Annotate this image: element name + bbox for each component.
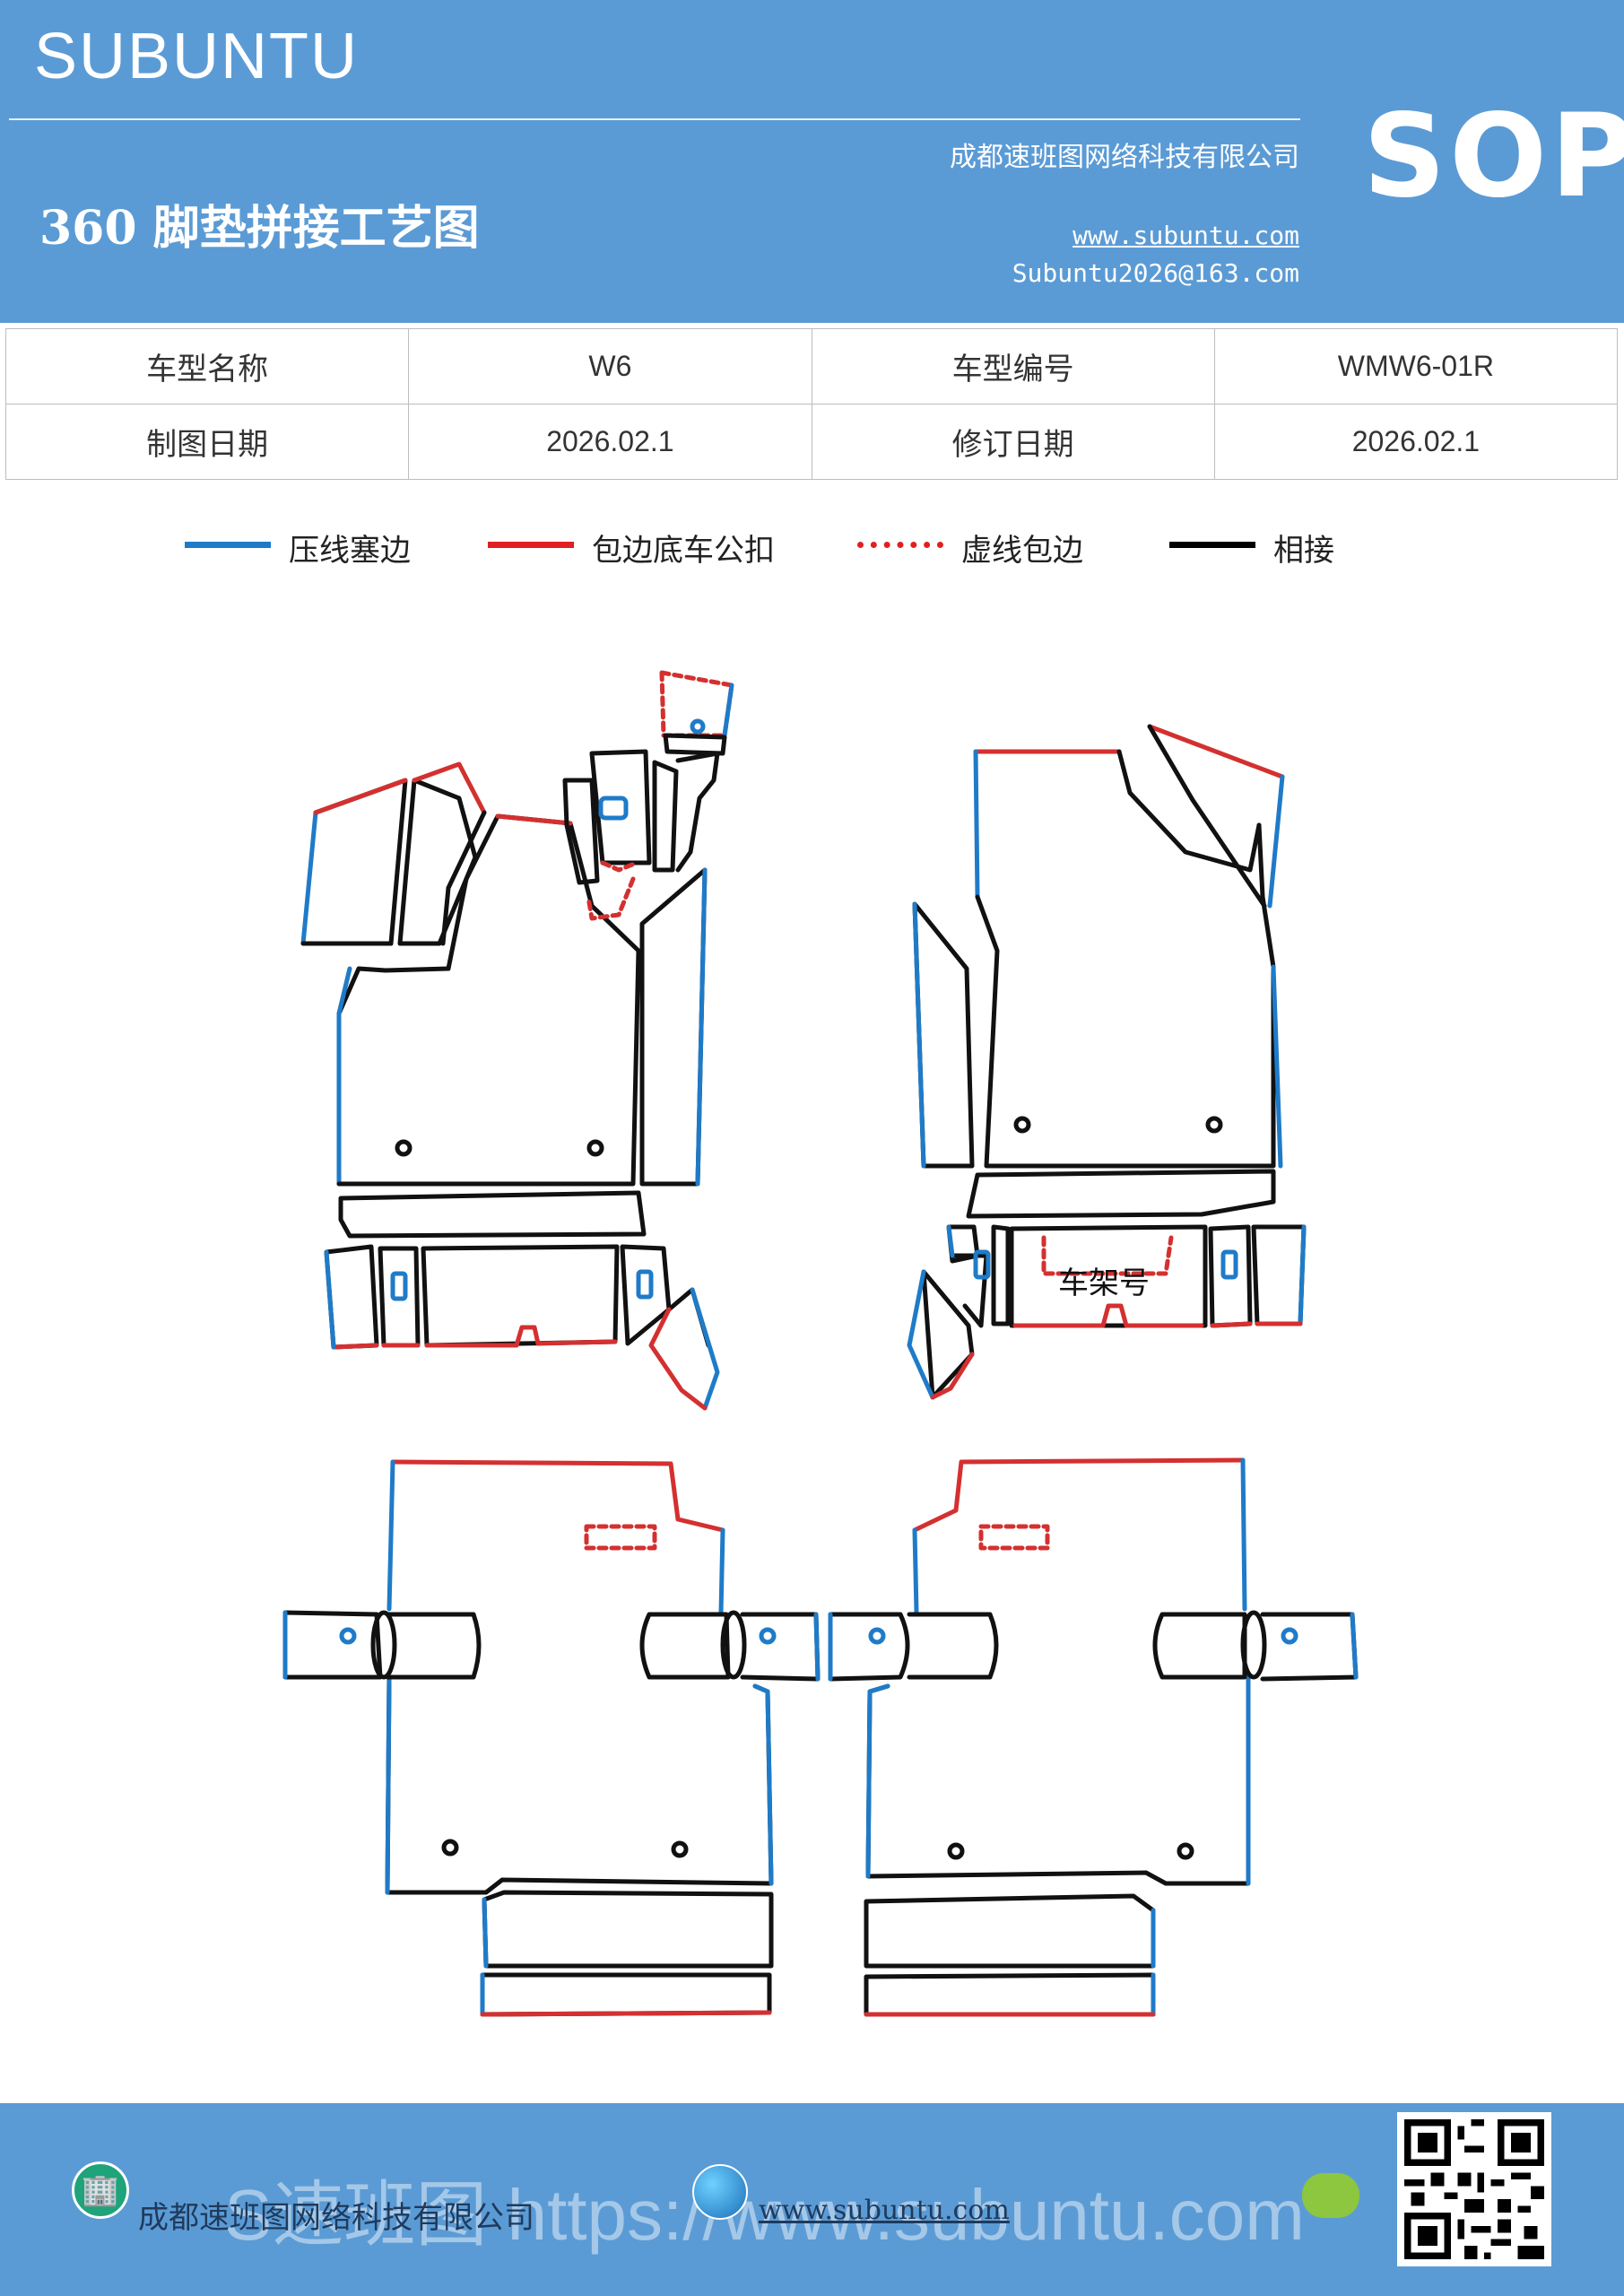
wechat-icon <box>1302 2173 1359 2218</box>
footer-company: 成都速班图网络科技有限公司 <box>138 2200 534 2236</box>
draw-date-label: 制图日期 <box>4 404 410 480</box>
model-name-label: 车型名称 <box>4 328 410 404</box>
model-name-value: W6 <box>408 328 812 404</box>
page-title: 360 脚垫拼接工艺图 <box>39 201 480 256</box>
frame-number-label: 车架号 <box>1058 1265 1150 1301</box>
legend-swatch <box>857 542 943 548</box>
revision-date-label: 修订日期 <box>811 404 1215 480</box>
brand-logo-text: SUBUNTU <box>34 21 360 92</box>
building-icon: 🏢 <box>72 2161 129 2219</box>
model-code-value: WMW6-01R <box>1213 328 1619 404</box>
sop-badge: SOP <box>1363 90 1624 223</box>
rear-right-mat <box>828 1457 1359 2017</box>
vehicle-info-table: 车型名称 W6 车型编号 WMW6-01R 制图日期 2026.02.1 修订日… <box>4 328 1619 480</box>
header-website-link[interactable]: www.subuntu.com <box>1073 221 1299 250</box>
header-email: Subuntu2026@163.com <box>1012 258 1299 288</box>
qr-code-pattern <box>1404 2119 1544 2259</box>
legend-label: 虚线包边 <box>961 533 1083 569</box>
footer-watermark: S速班图 https://www.subuntu.com <box>224 2175 1305 2255</box>
legend-swatch <box>1169 542 1255 548</box>
globe-icon <box>692 2164 748 2220</box>
legend-label: 相接 <box>1273 533 1334 569</box>
table-row: 制图日期 2026.02.1 修订日期 2026.02.1 <box>4 404 1619 480</box>
rear-left-mat <box>282 1459 821 2017</box>
legend-swatch <box>488 542 574 548</box>
legend-label: 压线塞边 <box>289 533 411 569</box>
revision-date-value: 2026.02.1 <box>1213 404 1619 480</box>
header-company: 成都速班图网络科技有限公司 <box>950 142 1299 173</box>
legend-label: 包边底车公扣 <box>592 533 775 569</box>
floor-mat-splice-diagram: 车架号 <box>282 670 1359 2017</box>
legend-swatch <box>185 542 271 548</box>
footer-website-link[interactable]: www.subuntu.com <box>759 2195 1010 2226</box>
draw-date-value: 2026.02.1 <box>408 404 812 480</box>
line-legend: 压线塞边 包边底车公扣 虚线包边 相接 <box>0 526 1624 570</box>
model-code-label: 车型编号 <box>811 328 1215 404</box>
qr-code-icon <box>1397 2112 1551 2266</box>
front-right-mat: 车架号 <box>907 724 1307 1400</box>
header-banner: SUBUNTU 成都速班图网络科技有限公司 360 脚垫拼接工艺图 www.su… <box>0 0 1624 323</box>
footer-banner: S速班图 https://www.subuntu.com 🏢 成都速班图网络科技… <box>0 2103 1624 2296</box>
table-row: 车型名称 W6 车型编号 WMW6-01R <box>4 328 1619 404</box>
header-divider <box>9 118 1300 120</box>
front-left-mat <box>300 670 734 1411</box>
